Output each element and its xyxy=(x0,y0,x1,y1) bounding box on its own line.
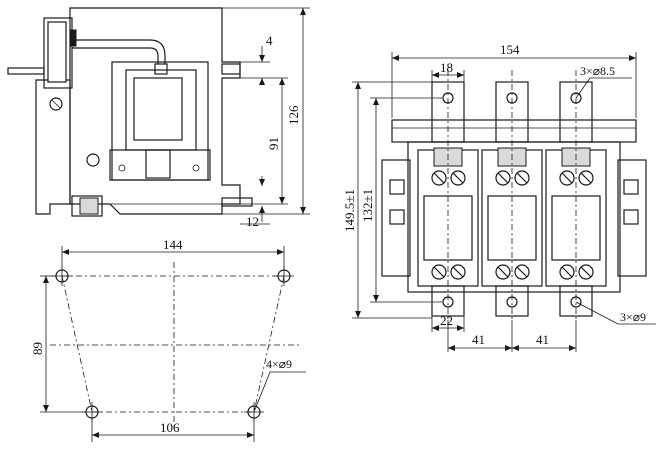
dim-18: 18 xyxy=(440,60,453,75)
dim-bottom-holes: 3×⌀9 xyxy=(620,310,646,324)
dim-154: 154 xyxy=(500,42,520,57)
dim-terminal-holes: 3×⌀8.5 xyxy=(580,64,615,78)
mounting-view xyxy=(50,262,300,428)
dim-126: 126 xyxy=(286,105,301,125)
dim-106: 106 xyxy=(160,420,180,435)
dim-4x9-holes: 4×⌀9 xyxy=(266,357,292,371)
dim-4: 4 xyxy=(266,33,273,48)
dim-144: 144 xyxy=(163,237,183,252)
front-view xyxy=(381,70,647,320)
side-view-dimensions: 126 91 4 12 xyxy=(222,7,310,229)
mounting-dimensions: 144 89 106 4×⌀9 xyxy=(30,237,306,442)
dim-91: 91 xyxy=(266,137,281,150)
dim-41-left: 41 xyxy=(472,332,485,347)
dim-22: 22 xyxy=(440,313,453,328)
side-view xyxy=(7,7,253,217)
dim-89: 89 xyxy=(30,342,45,355)
dim-41-right: 41 xyxy=(536,332,549,347)
dim-12: 12 xyxy=(246,214,259,229)
dim-132: 132±1 xyxy=(360,189,375,222)
front-view-dimensions: 154 18 3×⌀8.5 149.5±1 132±1 22 41 41 xyxy=(342,42,656,352)
dim-149-5: 149.5±1 xyxy=(342,189,357,232)
